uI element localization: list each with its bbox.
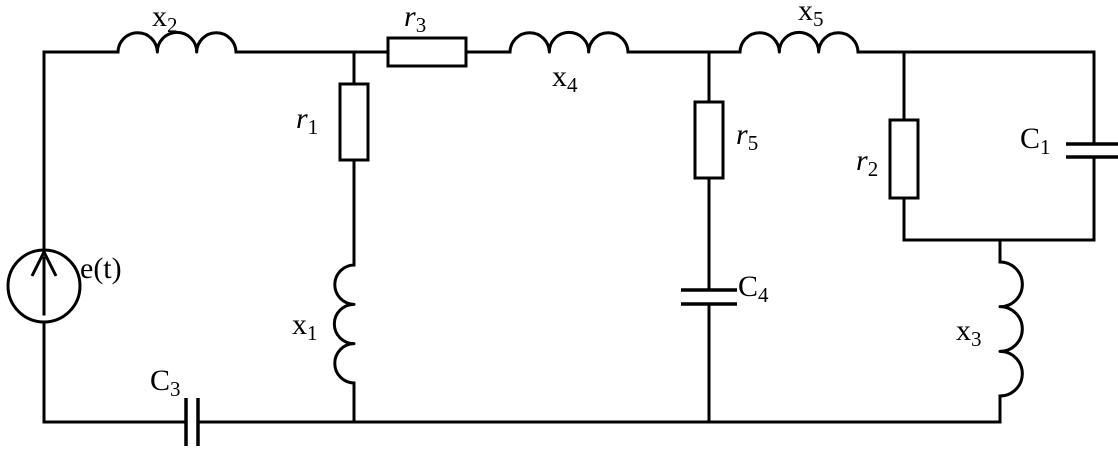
label-x1: x1 — [292, 308, 318, 345]
capacitor-c3 — [184, 398, 200, 446]
label-c4: C4 — [738, 270, 769, 307]
resistor-r5 — [693, 100, 725, 180]
label-et: e(t) — [80, 252, 122, 285]
label-c3: C3 — [150, 364, 181, 401]
capacitor-c4 — [681, 288, 737, 306]
label-x2: x2 — [152, 0, 178, 37]
wires — [42, 50, 1096, 424]
label-r3: r3 — [404, 0, 426, 37]
label-x5: x5 — [798, 0, 824, 31]
label-r2: r2 — [856, 144, 878, 181]
arrow-up-icon — [30, 248, 58, 277]
label-r1: r1 — [296, 102, 318, 139]
resistor-r1 — [338, 82, 370, 162]
resistor-r3 — [386, 36, 468, 68]
label-x4: x4 — [552, 60, 578, 97]
capacitor-c1 — [1066, 142, 1118, 159]
label-c1: C1 — [1020, 122, 1051, 159]
inductor-x2 — [116, 30, 238, 54]
inductor-x4 — [508, 30, 630, 54]
inductor-x3 — [998, 260, 1024, 398]
label-x3: x3 — [956, 314, 982, 351]
inductor-x5 — [738, 30, 860, 54]
resistor-r2 — [888, 118, 920, 200]
voltage-source — [6, 248, 82, 324]
label-r5: r5 — [736, 118, 758, 155]
inductor-x1 — [332, 263, 356, 385]
